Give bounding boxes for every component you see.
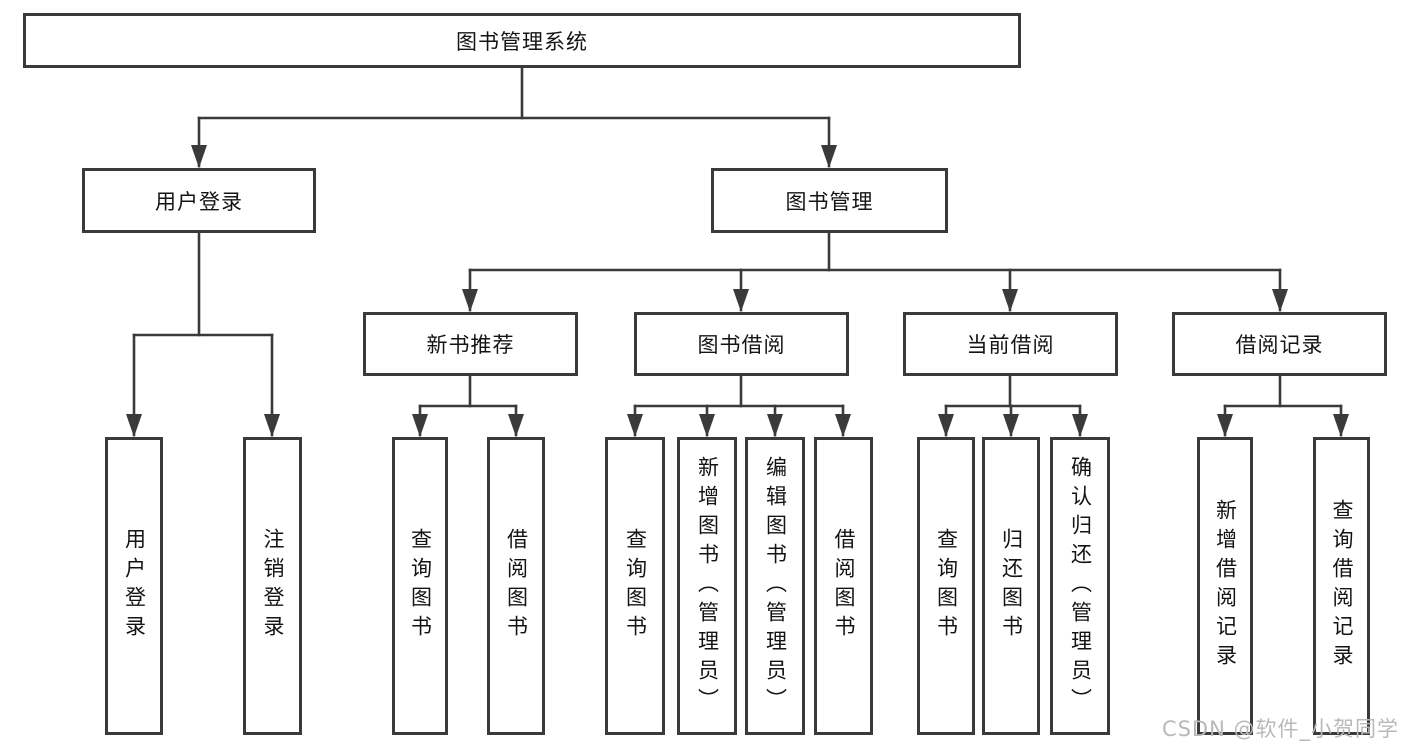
arrow-down-icon: [126, 414, 142, 437]
arrow-down-icon: [767, 414, 783, 437]
leaf-label: 确认归还（管理员）: [1068, 455, 1093, 717]
arrow-down-icon: [264, 414, 280, 437]
leaf-add-borrow-record: 新增借阅记录: [1197, 437, 1253, 735]
arrow-down-icon: [1272, 289, 1288, 312]
leaf-user-login: 用户登录: [105, 437, 163, 735]
node-new-book-recommend: 新书推荐: [363, 312, 578, 376]
leaf-label: 查询图书: [623, 528, 648, 644]
leaf-label: 查询借阅记录: [1330, 499, 1354, 673]
leaf-borrow-books-recommend: 借阅图书: [487, 437, 545, 735]
node-user-login: 用户登录: [82, 168, 316, 233]
leaf-borrow-books: 借阅图书: [814, 437, 873, 735]
arrow-down-icon: [938, 414, 954, 437]
node-book-management: 图书管理: [711, 168, 948, 233]
leaf-return-books: 归还图书: [982, 437, 1040, 735]
arrow-down-icon: [1003, 414, 1019, 437]
node-book-borrow: 图书借阅: [634, 312, 849, 376]
leaf-label: 借阅图书: [832, 528, 856, 644]
leaf-label: 编辑图书（管理员）: [763, 455, 788, 717]
leaf-add-books-admin: 新增图书（管理员）: [677, 437, 737, 735]
leaf-query-books-current: 查询图书: [917, 437, 975, 735]
watermark: CSDN @软件_小贺同学: [1161, 717, 1399, 741]
leaf-query-borrow-record: 查询借阅记录: [1313, 437, 1370, 735]
arrow-down-icon: [821, 145, 837, 168]
leaf-logout: 注销登录: [243, 437, 302, 735]
arrow-down-icon: [412, 414, 428, 437]
arrow-down-icon: [627, 414, 643, 437]
arrow-down-icon: [462, 289, 478, 312]
leaf-query-books-recommend: 查询图书: [392, 437, 448, 735]
leaf-label: 借阅图书: [504, 528, 529, 644]
arrow-down-icon: [1072, 414, 1088, 437]
arrow-down-icon: [699, 414, 715, 437]
leaf-confirm-return-admin: 确认归还（管理员）: [1050, 437, 1110, 735]
arrow-down-icon: [191, 145, 207, 168]
leaf-query-books-borrow: 查询图书: [605, 437, 665, 735]
node-root: 图书管理系统: [23, 13, 1021, 68]
arrow-down-icon: [835, 414, 851, 437]
leaf-label: 用户登录: [122, 528, 147, 644]
leaf-edit-books-admin: 编辑图书（管理员）: [745, 437, 805, 735]
leaf-label: 查询图书: [934, 528, 959, 644]
leaf-label: 新增借阅记录: [1213, 499, 1238, 673]
leaf-label: 注销登录: [261, 528, 285, 644]
arrow-down-icon: [1333, 414, 1349, 437]
arrow-down-icon: [1217, 414, 1233, 437]
arrow-down-icon: [733, 289, 749, 312]
leaf-label: 查询图书: [408, 528, 433, 644]
node-borrow-records: 借阅记录: [1172, 312, 1387, 376]
arrow-down-icon: [1002, 289, 1018, 312]
leaf-label: 归还图书: [999, 528, 1024, 644]
leaf-label: 新增图书（管理员）: [695, 455, 720, 717]
arrow-down-icon: [508, 414, 524, 437]
node-current-borrow: 当前借阅: [903, 312, 1118, 376]
